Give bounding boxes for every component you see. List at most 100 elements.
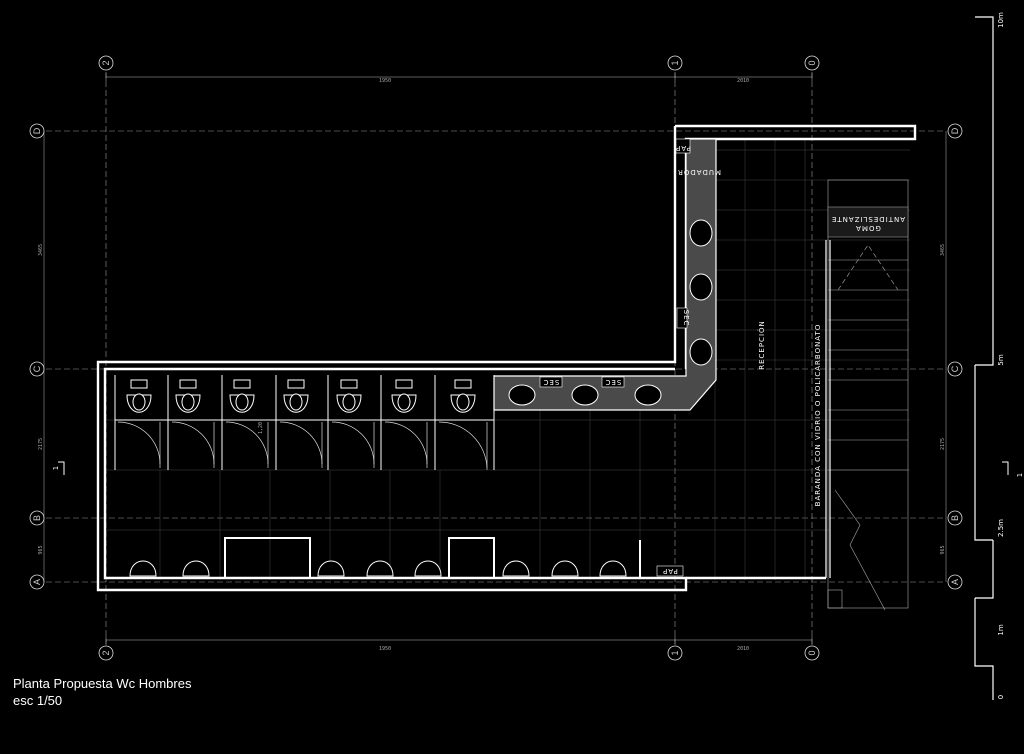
toilet-6 [391, 379, 417, 413]
dim-right-cb: 2175 [940, 438, 946, 450]
urinal-8 [599, 560, 627, 577]
toilet-stalls [114, 375, 495, 470]
sec-box-2 [601, 376, 625, 388]
dim-left-cb: 2175 [38, 438, 44, 450]
scale-label-10m: 10m [997, 12, 1005, 28]
dim-top-right: 2010 [737, 78, 749, 84]
sink-2 [689, 273, 713, 301]
urinal-1 [129, 560, 157, 577]
svg-text:C: C [950, 365, 960, 372]
baranda-rail [825, 240, 831, 578]
svg-text:B: B [32, 515, 42, 521]
svg-text:A: A [32, 579, 42, 585]
svg-text:B: B [950, 515, 960, 521]
svg-text:1: 1 [670, 650, 680, 655]
door-width-label: 1,20 [258, 422, 264, 434]
scale-label-2-5m: 2.5m [997, 519, 1005, 537]
stall-doors [117, 421, 488, 470]
sec-2-label: SEC [605, 378, 622, 386]
axis-bubbles [29, 55, 963, 661]
axis-bubble-c-left [29, 361, 45, 377]
pap-box-bottom [656, 565, 684, 577]
toilet-4 [283, 379, 309, 413]
axis-bubble-d-right [947, 123, 963, 139]
axis-bubble-0-top [804, 55, 820, 71]
mudador-label: MUDADOR [677, 168, 721, 176]
sec-box-1 [539, 376, 563, 388]
urinals [129, 560, 627, 577]
dim-right-dc: 3465 [940, 244, 946, 256]
sink-3 [689, 338, 713, 366]
dim-top-left: 1950 [379, 78, 391, 84]
goma-antideslizante-strip [827, 206, 909, 238]
lavatory-counter [493, 138, 717, 411]
section-mark-right-label: 1 [1016, 473, 1024, 477]
drawing-title: Planta Propuesta Wc Hombres [13, 676, 192, 691]
svg-text:2: 2 [101, 650, 111, 655]
urinal-3 [317, 560, 345, 577]
pap-bottom-label: PAP [662, 567, 678, 575]
axis-bubble-b-left [29, 510, 45, 526]
svg-text:D: D [32, 127, 42, 134]
toilet-3 [229, 379, 255, 413]
dim-bottom-right: 2010 [737, 646, 749, 652]
urinal-7 [551, 560, 579, 577]
axis-bubble-c-right [947, 361, 963, 377]
dim-right-ba: 965 [940, 545, 946, 554]
svg-text:1: 1 [670, 60, 680, 65]
toilet-1 [126, 379, 152, 413]
axis-bubble-0-bottom [804, 645, 820, 661]
axis-bubble-2-bottom [98, 645, 114, 661]
svg-text:2: 2 [101, 60, 111, 65]
axis-bubble-1-top [667, 55, 683, 71]
urinal-4 [366, 560, 394, 577]
urinal-5 [414, 560, 442, 577]
svg-text:0: 0 [807, 60, 817, 65]
scale-label-1m: 1m [997, 624, 1005, 635]
axis-bubble-d-left [29, 123, 45, 139]
sec-vertical-label: SEC [682, 310, 690, 327]
baranda-label: BARANDA CON VIDRIO O POLICARBONATO [814, 324, 822, 507]
sink-5 [571, 384, 599, 406]
sink-4 [508, 384, 536, 406]
toilets [126, 379, 476, 413]
svg-text:0: 0 [807, 650, 817, 655]
sink-1 [689, 219, 713, 247]
dim-left-dc: 3465 [38, 244, 44, 256]
scale-label-5m: 5m [997, 354, 1005, 365]
toilet-5 [336, 379, 362, 413]
sec-box-vertical [676, 307, 688, 329]
toilet-2 [175, 379, 201, 413]
urinal-2 [182, 560, 210, 577]
svg-text:C: C [32, 365, 42, 372]
toilet-7 [450, 379, 476, 413]
exterior-walls [96, 124, 917, 592]
section-mark-left-label: 1 [52, 466, 60, 470]
drawing-scale: esc 1/50 [13, 693, 63, 708]
goma-label: GOMA [855, 224, 881, 232]
axis-grid [46, 72, 945, 645]
axis-bubble-1-bottom [667, 645, 683, 661]
svg-text:A: A [950, 579, 960, 585]
sec-1-label: SEC [543, 378, 560, 386]
urinal-6 [502, 560, 530, 577]
pap-top-label: PAP [675, 144, 691, 152]
antideslizante-label: ANTIDESLIZANTE [831, 215, 905, 223]
section-mark-right [1002, 461, 1009, 475]
section-mark-left [58, 461, 65, 475]
bottom-partitions [224, 537, 641, 578]
axis-bubble-labels: 2 1 0 2 1 0 D C B A D C B A [32, 60, 960, 655]
dim-left-ba: 965 [38, 545, 44, 554]
axis-bubble-2-top [98, 55, 114, 71]
axis-bubble-a-left [29, 574, 45, 590]
recepcion-label: RECEPCIÓN [757, 320, 766, 370]
scale-bar [974, 16, 994, 700]
sinks [508, 219, 713, 406]
dim-bottom-left: 1950 [379, 646, 391, 652]
dimension-lines [43, 73, 947, 644]
stair [827, 179, 909, 611]
floor-tile-grid [105, 140, 910, 580]
sink-6 [634, 384, 662, 406]
axis-bubble-b-right [947, 510, 963, 526]
